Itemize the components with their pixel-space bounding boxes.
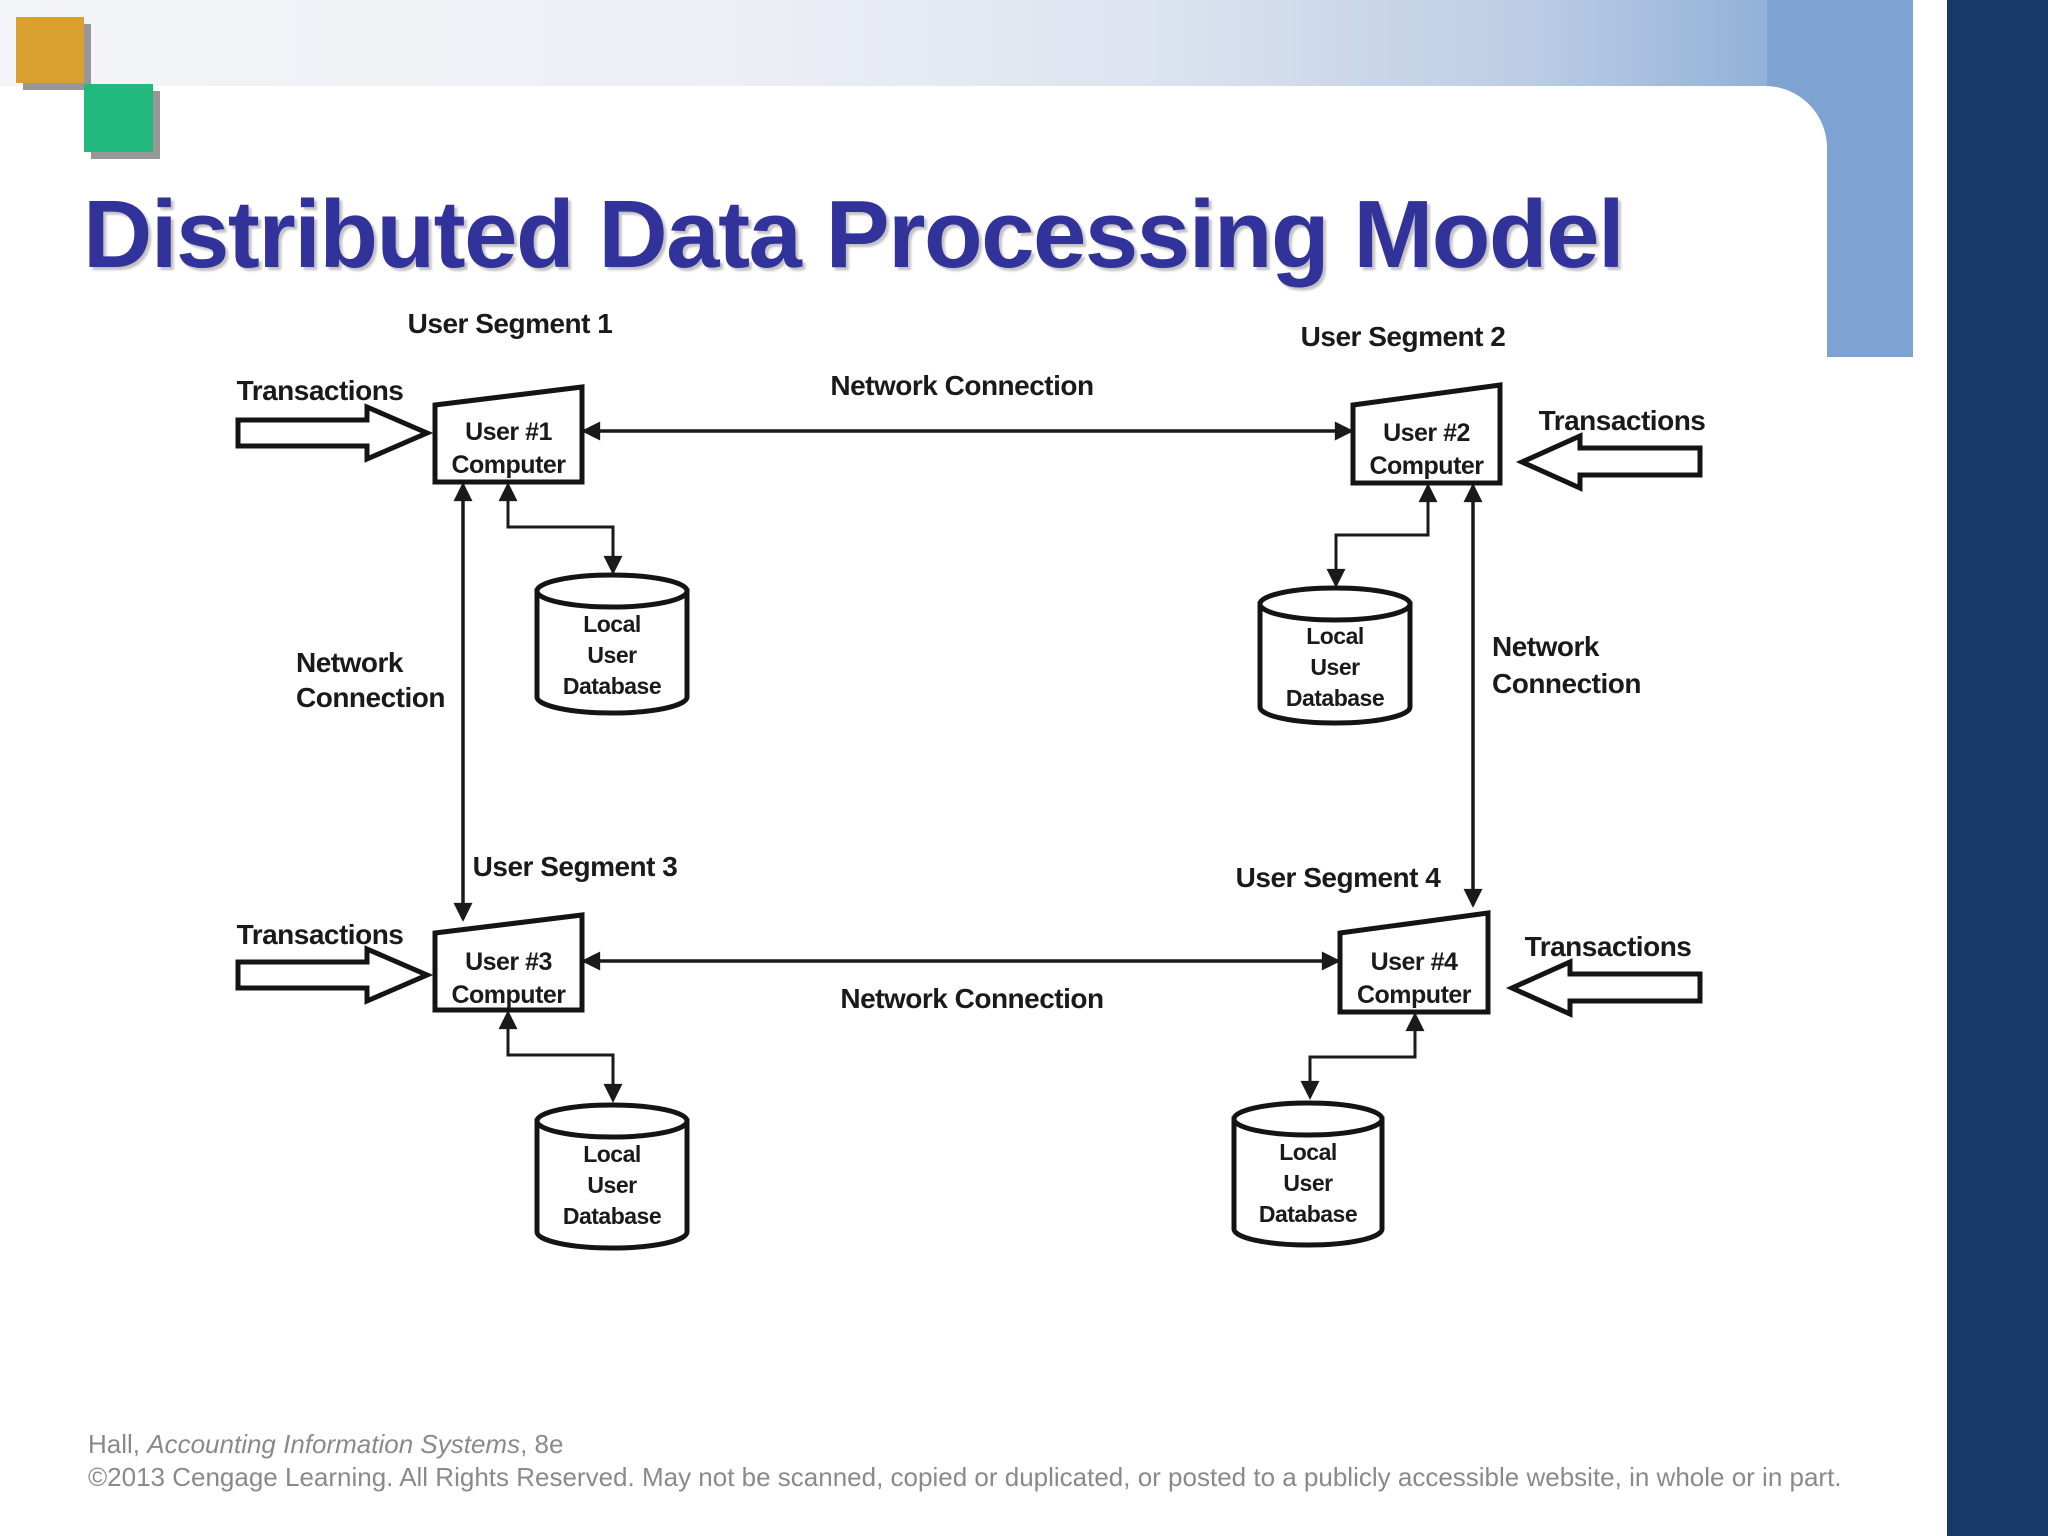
segment-3-label: User Segment 3 xyxy=(472,851,678,882)
computer-3-line1: User #3 xyxy=(465,948,552,976)
db-line-database: Database xyxy=(1258,1201,1358,1227)
network-connection-label-left: Network Connection xyxy=(296,645,446,715)
computer-3-line2: Computer xyxy=(451,981,566,1009)
slide-title: Distributed Data Processing Model xyxy=(83,181,1625,288)
transactions-label-2: Transactions xyxy=(1538,405,1706,436)
network-word: Network xyxy=(1492,631,1599,662)
db-line-database: Database xyxy=(1285,685,1385,711)
db-line-user: User xyxy=(587,1172,637,1198)
computer-4-line2: Computer xyxy=(1356,981,1472,1009)
computer-2-text: User #2 Computer xyxy=(1353,417,1500,483)
network-connection-label-top: Network Connection xyxy=(830,370,1094,401)
db-line-database: Database xyxy=(562,1203,662,1229)
computer-2-line2: Computer xyxy=(1369,452,1484,480)
db-line-local: Local xyxy=(1306,623,1364,649)
db-line-local: Local xyxy=(1279,1139,1337,1165)
network-connection-label-right: Network Connection xyxy=(1492,628,1642,702)
network-word: Network xyxy=(296,647,403,678)
footer-edition: , 8e xyxy=(520,1429,564,1459)
transactions-label-1: Transactions xyxy=(236,375,404,406)
computer-2-line1: User #2 xyxy=(1383,419,1470,447)
transactions-label-4: Transactions xyxy=(1524,931,1692,962)
footer: Hall, Accounting Information Systems, 8e… xyxy=(88,1428,1842,1494)
database-3-text: Local User Database xyxy=(537,1139,687,1232)
computer-1-text: User #1 Computer xyxy=(435,416,582,482)
db-line-user: User xyxy=(1283,1170,1333,1196)
footer-copyright: ©2013 Cengage Learning. All Rights Reser… xyxy=(88,1462,1842,1492)
transactions-label-3: Transactions xyxy=(236,919,404,950)
navy-side-bar xyxy=(1947,0,2048,1536)
footer-author: Hall, xyxy=(88,1429,148,1459)
footer-book-title: Accounting Information Systems xyxy=(147,1429,521,1459)
network-connection-label-bottom: Network Connection xyxy=(840,983,1104,1014)
database-4-text: Local User Database xyxy=(1233,1137,1383,1230)
database-1-text: Local User Database xyxy=(537,609,687,702)
database-2-text: Local User Database xyxy=(1260,621,1410,714)
decor-square-orange xyxy=(16,17,84,83)
db-line-user: User xyxy=(587,642,637,668)
connection-word: Connection xyxy=(296,682,446,713)
db-line-local: Local xyxy=(583,1141,641,1167)
content-panel xyxy=(0,86,1827,1536)
computer-4-line1: User #4 xyxy=(1370,948,1458,976)
white-gap-column xyxy=(1913,0,1947,1536)
top-gradient-band xyxy=(0,0,1911,86)
computer-3-text: User #3 Computer xyxy=(435,946,582,1012)
segment-2-label: User Segment 2 xyxy=(1300,321,1506,352)
computer-4-text: User #4 Computer xyxy=(1340,946,1488,1012)
segment-4-label: User Segment 4 xyxy=(1235,862,1441,893)
segment-1-label: User Segment 1 xyxy=(407,308,613,339)
computer-1-line2: Computer xyxy=(451,451,566,479)
computer-1-line1: User #1 xyxy=(465,418,552,446)
db-line-user: User xyxy=(1310,654,1360,680)
footer-citation: Hall, Accounting Information Systems, 8e xyxy=(88,1428,1842,1461)
db-line-local: Local xyxy=(583,611,641,637)
db-line-database: Database xyxy=(562,673,662,699)
decor-square-green xyxy=(84,84,153,152)
connection-word: Connection xyxy=(1492,668,1642,699)
